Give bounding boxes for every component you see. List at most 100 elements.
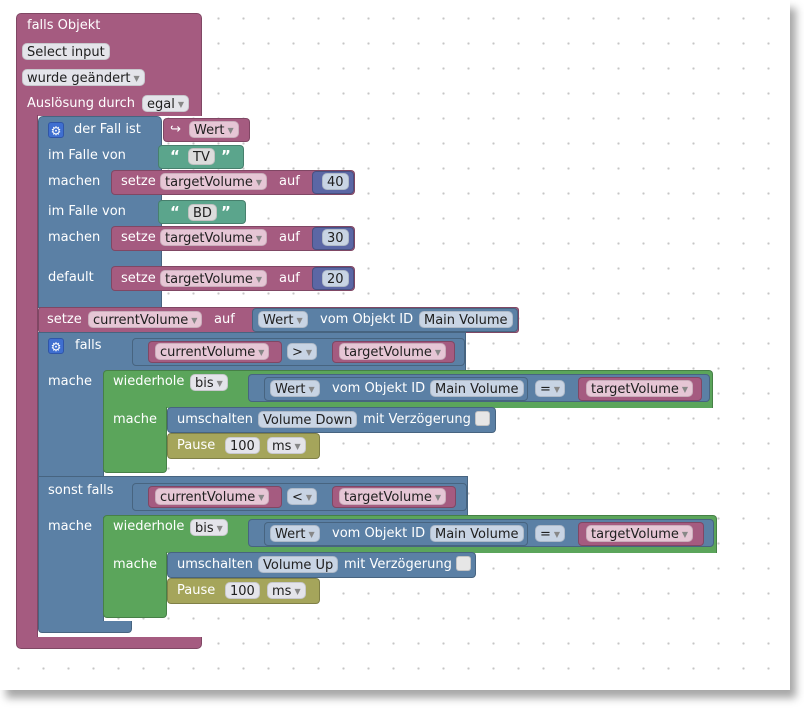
delay-checkbox-2[interactable] [456,556,471,571]
left-var-dropdown-1[interactable]: currentVolume▼ [155,343,270,360]
var-dropdown-default[interactable]: targetVolume▼ [160,270,268,287]
if-label: falls [75,338,102,353]
pause-unit-dropdown-2[interactable]: ms▼ [267,582,306,599]
pause-unit-text-1: ms [272,439,292,454]
switch-header: der Fall ist [74,122,141,137]
workspace-canvas[interactable]: falls Objekt Select input wurde geändert… [0,0,790,690]
quote-close-icon: ” [221,147,231,165]
loop-state-text-1: Wert [275,382,306,397]
select-input-text: Select input [27,45,105,60]
left-var-text-1: currentVolume [160,345,256,360]
do-label-elseif: mache [48,519,93,534]
pause-value-1[interactable]: 100 [225,437,260,454]
toggle-label-1: umschalten [177,412,253,427]
dropdown-arrow-icon: ▼ [227,126,234,135]
dropdown-arrow-icon: ▼ [255,275,263,284]
do-label-1: machen [48,174,101,189]
select-input-field[interactable]: Select input [22,43,110,60]
dropdown-arrow-icon: ▼ [434,348,442,357]
set-label-2: setze [121,230,156,245]
switch-value-dropdown[interactable]: Wert▼ [189,121,239,138]
delay-label-1: mit Verzögerung [363,412,471,427]
gear-icon[interactable]: ⚙ [48,338,64,354]
state-value-dropdown[interactable]: Wert▼ [258,311,308,328]
dropdown-arrow-icon: ▼ [553,385,561,394]
case-value-tv[interactable]: TV [188,148,215,165]
operator-dropdown-1[interactable]: >▼ [287,343,318,360]
until-text-2: bis [195,521,214,536]
dropdown-arrow-icon: ▼ [305,348,313,357]
loop-do-label-2: mache [113,557,158,572]
current-var-dropdown[interactable]: currentVolume▼ [88,311,203,328]
loop-target-dropdown-2[interactable]: targetVolume▼ [586,525,694,542]
dropdown-arrow-icon: ▼ [553,530,561,539]
loop-object-id-2[interactable]: Main Volume [430,525,524,542]
var-name-1: targetVolume [165,175,253,190]
dropdown-arrow-icon: ▼ [255,234,263,243]
repeat-block-2-footer [103,606,167,618]
repeat-label-1: wiederhole [113,374,185,389]
var-dropdown-2[interactable]: targetVolume▼ [160,229,268,246]
loop-target-text-2: targetVolume [591,527,679,542]
if-block-footer [38,621,132,633]
toggle-object-2[interactable]: Volume Up [258,556,339,573]
var-dropdown-1[interactable]: targetVolume▼ [160,173,268,190]
left-var-text-2: currentVolume [160,490,256,505]
case-label-1: im Falle von [48,148,126,163]
loop-target-dropdown-1[interactable]: targetVolume▼ [586,380,694,397]
repeat-block-2-spine [103,552,167,608]
switch-value-text: Wert [194,123,225,138]
right-var-dropdown-2[interactable]: targetVolume▼ [339,488,447,505]
trigger-label: Auslösung durch [27,96,136,111]
changed-dropdown[interactable]: wurde geändert▼ [22,69,145,86]
trigger-dropdown[interactable]: egal▼ [142,95,189,112]
number-field-1[interactable]: 40 [322,173,349,190]
if-block-spine [38,373,104,477]
gear-icon[interactable]: ⚙ [48,122,64,138]
loop-eq-dropdown-2[interactable]: =▼ [535,525,566,542]
until-dropdown-1[interactable]: bis▼ [190,374,228,391]
dropdown-arrow-icon: ▼ [216,524,223,533]
number-field-default[interactable]: 20 [322,270,349,287]
dropdown-arrow-icon: ▼ [216,379,223,388]
var-name-2: targetVolume [165,231,253,246]
dropdown-arrow-icon: ▼ [177,100,184,109]
of-object-label: vom Objekt ID [320,312,414,327]
operator-dropdown-2[interactable]: <▼ [287,488,318,505]
pause-label-1: Pause [177,438,216,453]
event-title: falls Objekt [27,18,101,33]
delay-label-2: mit Verzögerung [344,557,452,572]
number-field-2[interactable]: 30 [322,229,349,246]
to-label-1: auf [279,174,300,189]
elseif-spine [38,517,104,623]
until-dropdown-2[interactable]: bis▼ [190,519,228,536]
right-var-text-1: targetVolume [344,345,432,360]
var-name-default: targetVolume [165,272,253,287]
repeat-block-1-spine [103,407,167,463]
operator-text-1: > [292,345,303,360]
pause-value-2[interactable]: 100 [225,582,260,599]
dropdown-arrow-icon: ▼ [133,74,140,83]
loop-state-dropdown-2[interactable]: Wert▼ [270,525,320,542]
repeat-block-1-footer [103,461,167,473]
event-block-footer [16,637,202,649]
state-value-text: Wert [263,313,294,328]
quote-close-icon: ” [221,203,231,221]
loop-state-dropdown-1[interactable]: Wert▼ [270,380,320,397]
loop-object-id-1[interactable]: Main Volume [430,380,524,397]
loop-eq-dropdown-1[interactable]: =▼ [535,380,566,397]
right-var-dropdown-1[interactable]: targetVolume▼ [339,343,447,360]
delay-checkbox-1[interactable] [475,411,490,426]
object-id-field[interactable]: Main Volume [419,311,513,328]
dropdown-arrow-icon: ▼ [681,385,689,394]
dropdown-arrow-icon: ▼ [294,442,301,451]
case-value-bd[interactable]: BD [188,204,217,221]
toggle-object-1[interactable]: Volume Down [258,411,358,428]
current-var-name: currentVolume [93,313,189,328]
dropdown-arrow-icon: ▼ [258,493,265,502]
right-var-text-2: targetVolume [344,490,432,505]
dropdown-arrow-icon: ▼ [308,530,315,539]
pause-unit-text-2: ms [272,584,292,599]
pause-unit-dropdown-1[interactable]: ms▼ [267,437,306,454]
left-var-dropdown-2[interactable]: currentVolume▼ [155,488,270,505]
